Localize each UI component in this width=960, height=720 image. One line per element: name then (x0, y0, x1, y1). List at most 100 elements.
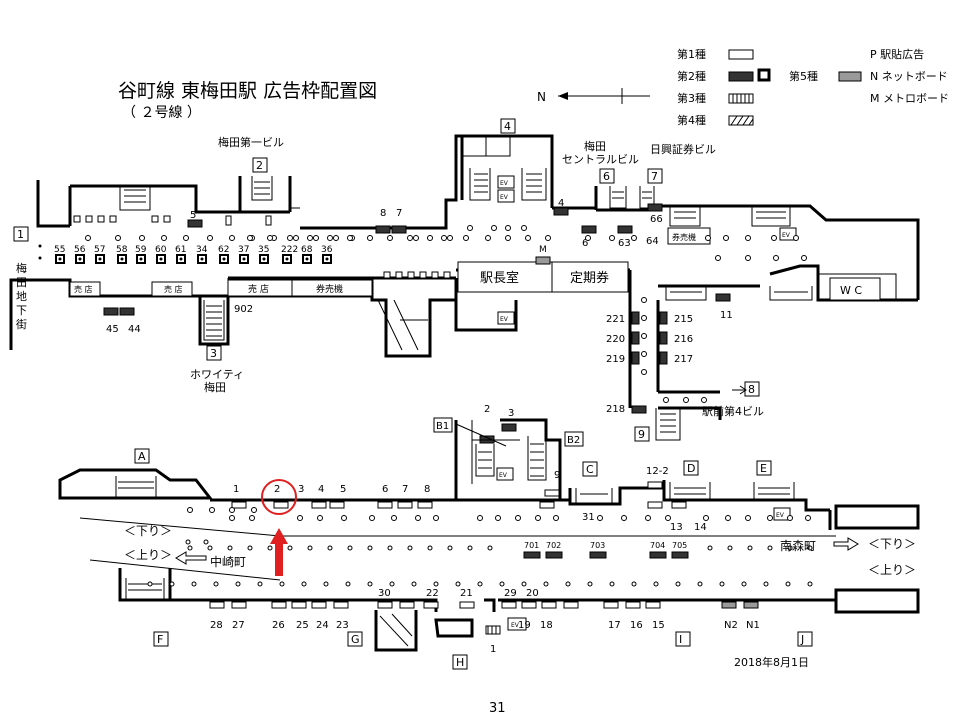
netboard-ad (743, 601, 759, 609)
column (367, 235, 373, 241)
column (521, 581, 527, 587)
track-ad (523, 551, 541, 559)
column (369, 515, 375, 521)
column (327, 545, 333, 551)
column (631, 235, 637, 241)
column (641, 297, 647, 303)
map-subtitle: （ ２号線 ） (122, 105, 201, 121)
svg-text:3: 3 (508, 408, 514, 419)
nakazakicho-label: 中崎町 (210, 554, 246, 569)
svg-text:221: 221 (606, 314, 625, 325)
platform-ad-label: 8 (424, 484, 430, 495)
svg-text:EV: EV (499, 472, 508, 479)
column (187, 507, 193, 513)
shop-box-left (69, 281, 101, 297)
legend-type4-label: 第4種 (677, 113, 706, 127)
column (499, 581, 505, 587)
platform-ad-label: 22 (426, 588, 439, 599)
platform-ad-label: 30 (378, 588, 391, 599)
shop-label: 売 店 (248, 283, 269, 295)
poster-number: 34 (196, 245, 208, 255)
exit-8-label: 8 (748, 383, 755, 396)
column (553, 515, 559, 521)
shop-label-left: 売 店 (74, 284, 93, 294)
column (477, 515, 483, 521)
column (585, 235, 591, 241)
column (665, 515, 671, 521)
column (229, 507, 235, 513)
umeda-central-label-1: 梅田 (584, 139, 606, 153)
column (587, 581, 593, 587)
column (745, 515, 751, 521)
platform-ad-top (647, 481, 663, 489)
column (293, 235, 299, 241)
poster-number: 62 (218, 245, 229, 255)
poster-number: 55 (54, 245, 65, 255)
platform-ad-label: 16 (630, 620, 643, 631)
column (389, 581, 395, 587)
column (767, 545, 773, 551)
column (787, 515, 793, 521)
column (543, 581, 549, 587)
legend-type1-label: 第1種 (677, 47, 706, 61)
column (447, 545, 453, 551)
legend: 第1種 第2種 第3種 第4種 第5種 P 駅貼広告 N ネットボード M メト… (677, 47, 949, 127)
platform-ad-label: 3 (298, 484, 304, 495)
platform-ad-top (671, 501, 687, 509)
column (327, 235, 333, 241)
column (183, 235, 189, 241)
svg-text:902: 902 (234, 304, 253, 315)
column (675, 581, 681, 587)
column (715, 255, 721, 261)
poster-number: 58 (116, 245, 128, 255)
column (535, 515, 541, 521)
platform-ad-label: 18 (540, 620, 553, 631)
platform-ad-bottom (501, 601, 517, 609)
column (387, 545, 393, 551)
column (317, 515, 323, 521)
column (631, 581, 637, 587)
column (187, 545, 193, 551)
column (447, 235, 453, 241)
exit-h-label: H (456, 656, 464, 669)
svg-text:215: 215 (674, 314, 693, 325)
platform-ad-bottom (209, 601, 225, 609)
platform-ad-label: 25 (296, 620, 309, 631)
column (441, 235, 447, 241)
svg-text:63: 63 (618, 238, 631, 249)
platform-ad-bottom (521, 601, 537, 609)
svg-text:218: 218 (606, 404, 625, 415)
nobori-left-label: ＜上り＞ (124, 548, 172, 562)
platform-ad-bottom (563, 601, 579, 609)
column (433, 581, 439, 587)
column (229, 235, 235, 241)
page-number: 31 (489, 701, 506, 716)
column (641, 369, 647, 375)
svg-text:45: 45 (106, 324, 119, 335)
track-ad-label: 702 (546, 541, 561, 550)
platform-ad-bottom (603, 601, 619, 609)
nikko-label: 日興証券ビル (650, 142, 716, 156)
column (491, 225, 497, 231)
platform-ad-top (539, 501, 555, 509)
svg-text:地: 地 (16, 290, 27, 303)
track-ad (545, 551, 563, 559)
elevators-upper: EV EV EV EV (497, 175, 797, 325)
svg-text:EV: EV (500, 194, 509, 201)
exit-c-label: C (586, 463, 594, 476)
legend-type2-swatch (728, 71, 754, 82)
north-arrow: N (537, 88, 650, 104)
column (209, 507, 215, 513)
svg-text:EV: EV (511, 622, 520, 629)
poster-number: 60 (155, 245, 167, 255)
restroom-box (829, 277, 881, 301)
column (767, 515, 773, 521)
platform-ad-bottom (399, 601, 415, 609)
legend-type3-label: 第3種 (677, 91, 706, 105)
platform-ad-label: 24 (316, 620, 329, 631)
column (345, 581, 351, 587)
column (407, 545, 413, 551)
platform-ad-label: 13 (670, 522, 683, 533)
